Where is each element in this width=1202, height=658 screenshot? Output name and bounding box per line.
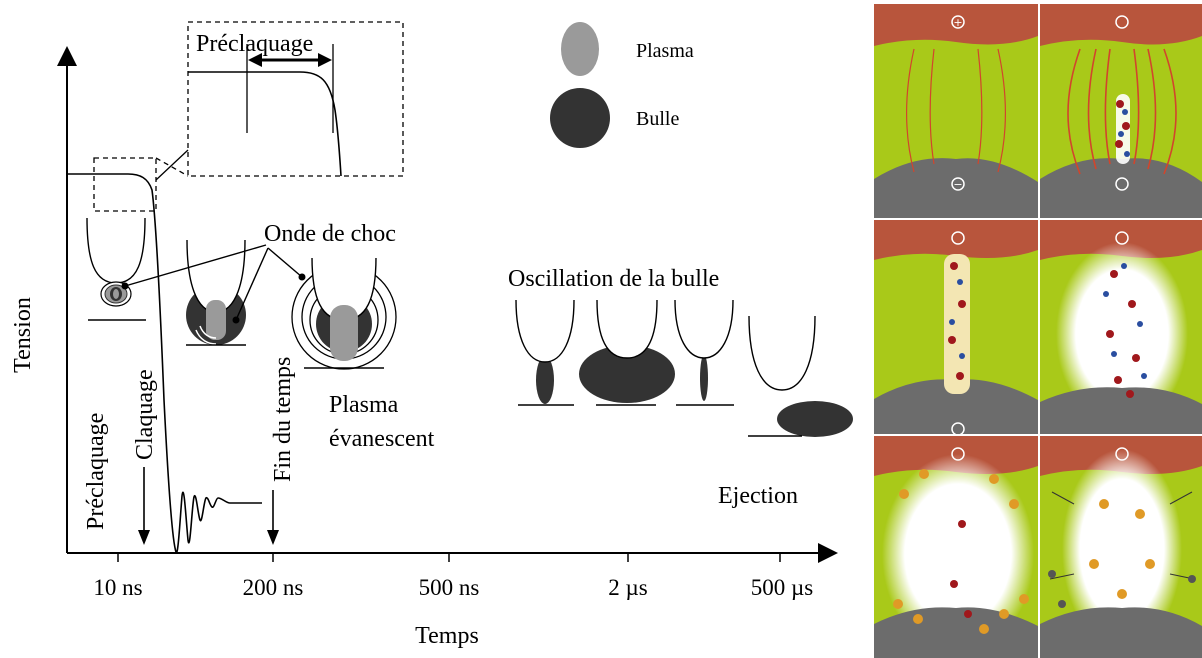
- x-tick-label: 200 ns: [243, 575, 304, 600]
- stage-preclaquage: [86, 217, 146, 321]
- arrow-head: [248, 53, 262, 67]
- positive-electrode-icon: +: [953, 16, 962, 29]
- x-tick-label: 2 µs: [608, 575, 648, 600]
- bubble-oscillation-stage-1: [515, 299, 575, 406]
- pointer-dot: [232, 316, 240, 324]
- stage-shockwave: [291, 250, 397, 370]
- panel-particle-ejection: [1040, 436, 1202, 658]
- x-tick-label: 500 µs: [751, 575, 814, 600]
- x-tick-marks: [117, 553, 781, 562]
- panel-breakdown-channel: [874, 220, 1038, 436]
- zoom-curve: [188, 71, 342, 177]
- legend-bulle-label: Bulle: [636, 108, 679, 130]
- negative-electrode-icon: −: [953, 178, 962, 191]
- discharge-illustration-grid: + −: [874, 4, 1202, 658]
- zoom-connector: [155, 149, 189, 181]
- stage-claquage: [186, 239, 246, 346]
- x-tick-label: 500 ns: [419, 575, 480, 600]
- legend-plasma-swatch: [561, 22, 599, 76]
- zoom-connector: [155, 157, 189, 177]
- plasma-evanescent-label-line1: Plasma: [329, 392, 399, 418]
- bubble-oscillation-stage-2: [579, 299, 675, 406]
- panel-prebreakdown: + −: [874, 4, 1038, 218]
- zoom-inset-box: [187, 21, 404, 177]
- bubble-ejection-stage: [748, 315, 853, 437]
- onde-de-choc-label: Onde de choc: [264, 221, 396, 247]
- preclaquage-zoom-label: Préclaquage: [196, 31, 313, 57]
- bubble-oscillation-stage-3: [674, 299, 734, 406]
- legend-bulle-swatch: [550, 88, 610, 148]
- ejection-label: Ejection: [718, 483, 798, 509]
- plasma-evanescent-label-line2: évanescent: [329, 426, 435, 452]
- x-axis-label: Temps: [415, 623, 479, 649]
- arrow-head: [318, 53, 332, 67]
- pointer-dot: [298, 273, 306, 281]
- arrow-head: [267, 530, 279, 545]
- discharge-diagram: 10 ns 200 ns 500 ns 2 µs 500 µs Temps Te…: [10, 21, 853, 649]
- legend-plasma-label: Plasma: [636, 40, 694, 62]
- onde-de-choc-pointers: [124, 244, 303, 321]
- voltage-curve: [67, 173, 262, 554]
- fin-du-temps-phase-label: Fin du temps: [270, 357, 296, 482]
- panel-bubble-growth: [874, 436, 1038, 658]
- pointer-dot: [121, 282, 129, 290]
- arrow-head: [138, 530, 150, 545]
- x-tick-label: 10 ns: [93, 575, 142, 600]
- oscillation-label: Oscillation de la bulle: [508, 266, 719, 292]
- panel-plasma-expansion: [1040, 220, 1202, 434]
- claquage-phase-label: Claquage: [132, 369, 158, 460]
- preclaquage-phase-label: Préclaquage: [83, 413, 109, 530]
- zoom-source-box: [93, 157, 157, 212]
- panel-streamer: [1040, 4, 1202, 218]
- y-axis-label: Tension: [10, 297, 36, 373]
